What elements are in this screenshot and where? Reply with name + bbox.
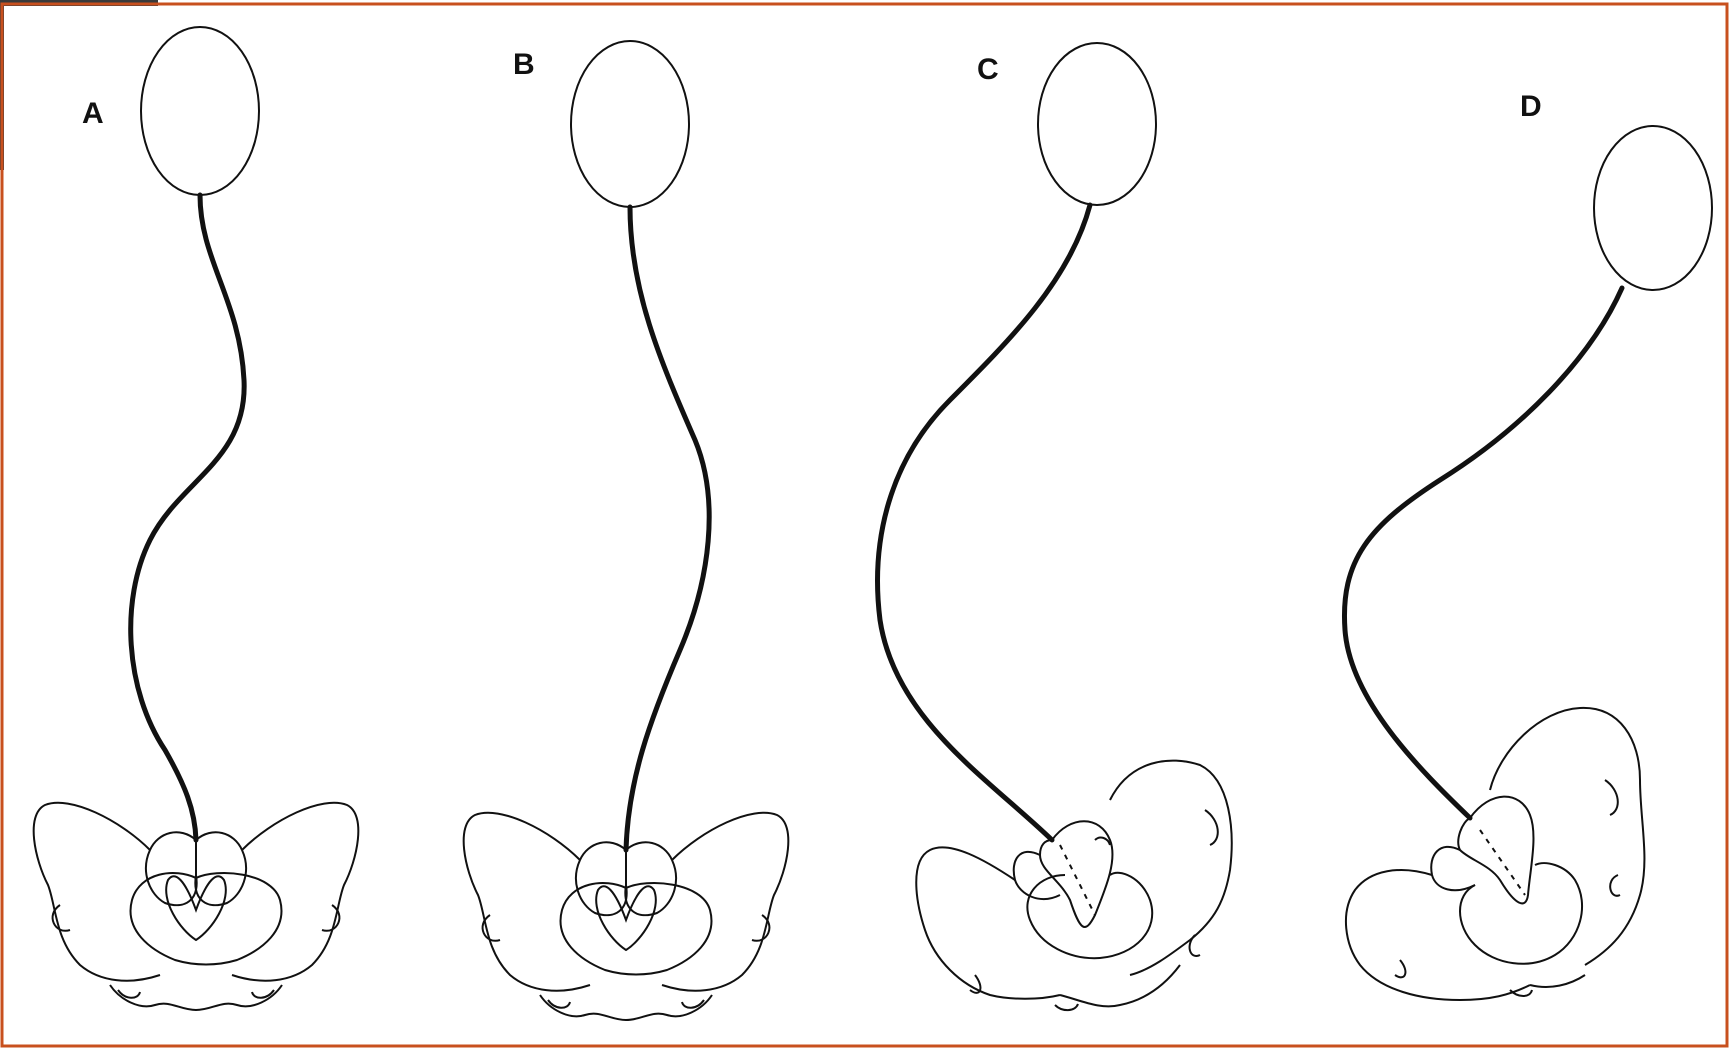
panel-a: A [34, 27, 359, 1010]
pelvis-c [916, 761, 1231, 1011]
brain-balloon-d [1594, 126, 1712, 290]
brain-balloon-b [571, 41, 689, 207]
panel-label-c: C [977, 53, 999, 86]
spinal-cord-d [1344, 288, 1622, 818]
panel-b: B [464, 41, 789, 1020]
panel-label-d: D [1520, 90, 1542, 123]
spinal-cord-b [626, 207, 709, 850]
pelvis-d [1346, 708, 1645, 1000]
panel-c: C [878, 43, 1232, 1010]
panel-label-b: B [513, 48, 535, 81]
spinal-cord-c [878, 205, 1090, 840]
spinal-cord-a [131, 195, 244, 840]
panel-label-a: A [82, 97, 104, 130]
brain-balloon-c [1038, 43, 1156, 205]
brain-balloon-a [141, 27, 259, 195]
panel-d: D [1344, 90, 1712, 1000]
